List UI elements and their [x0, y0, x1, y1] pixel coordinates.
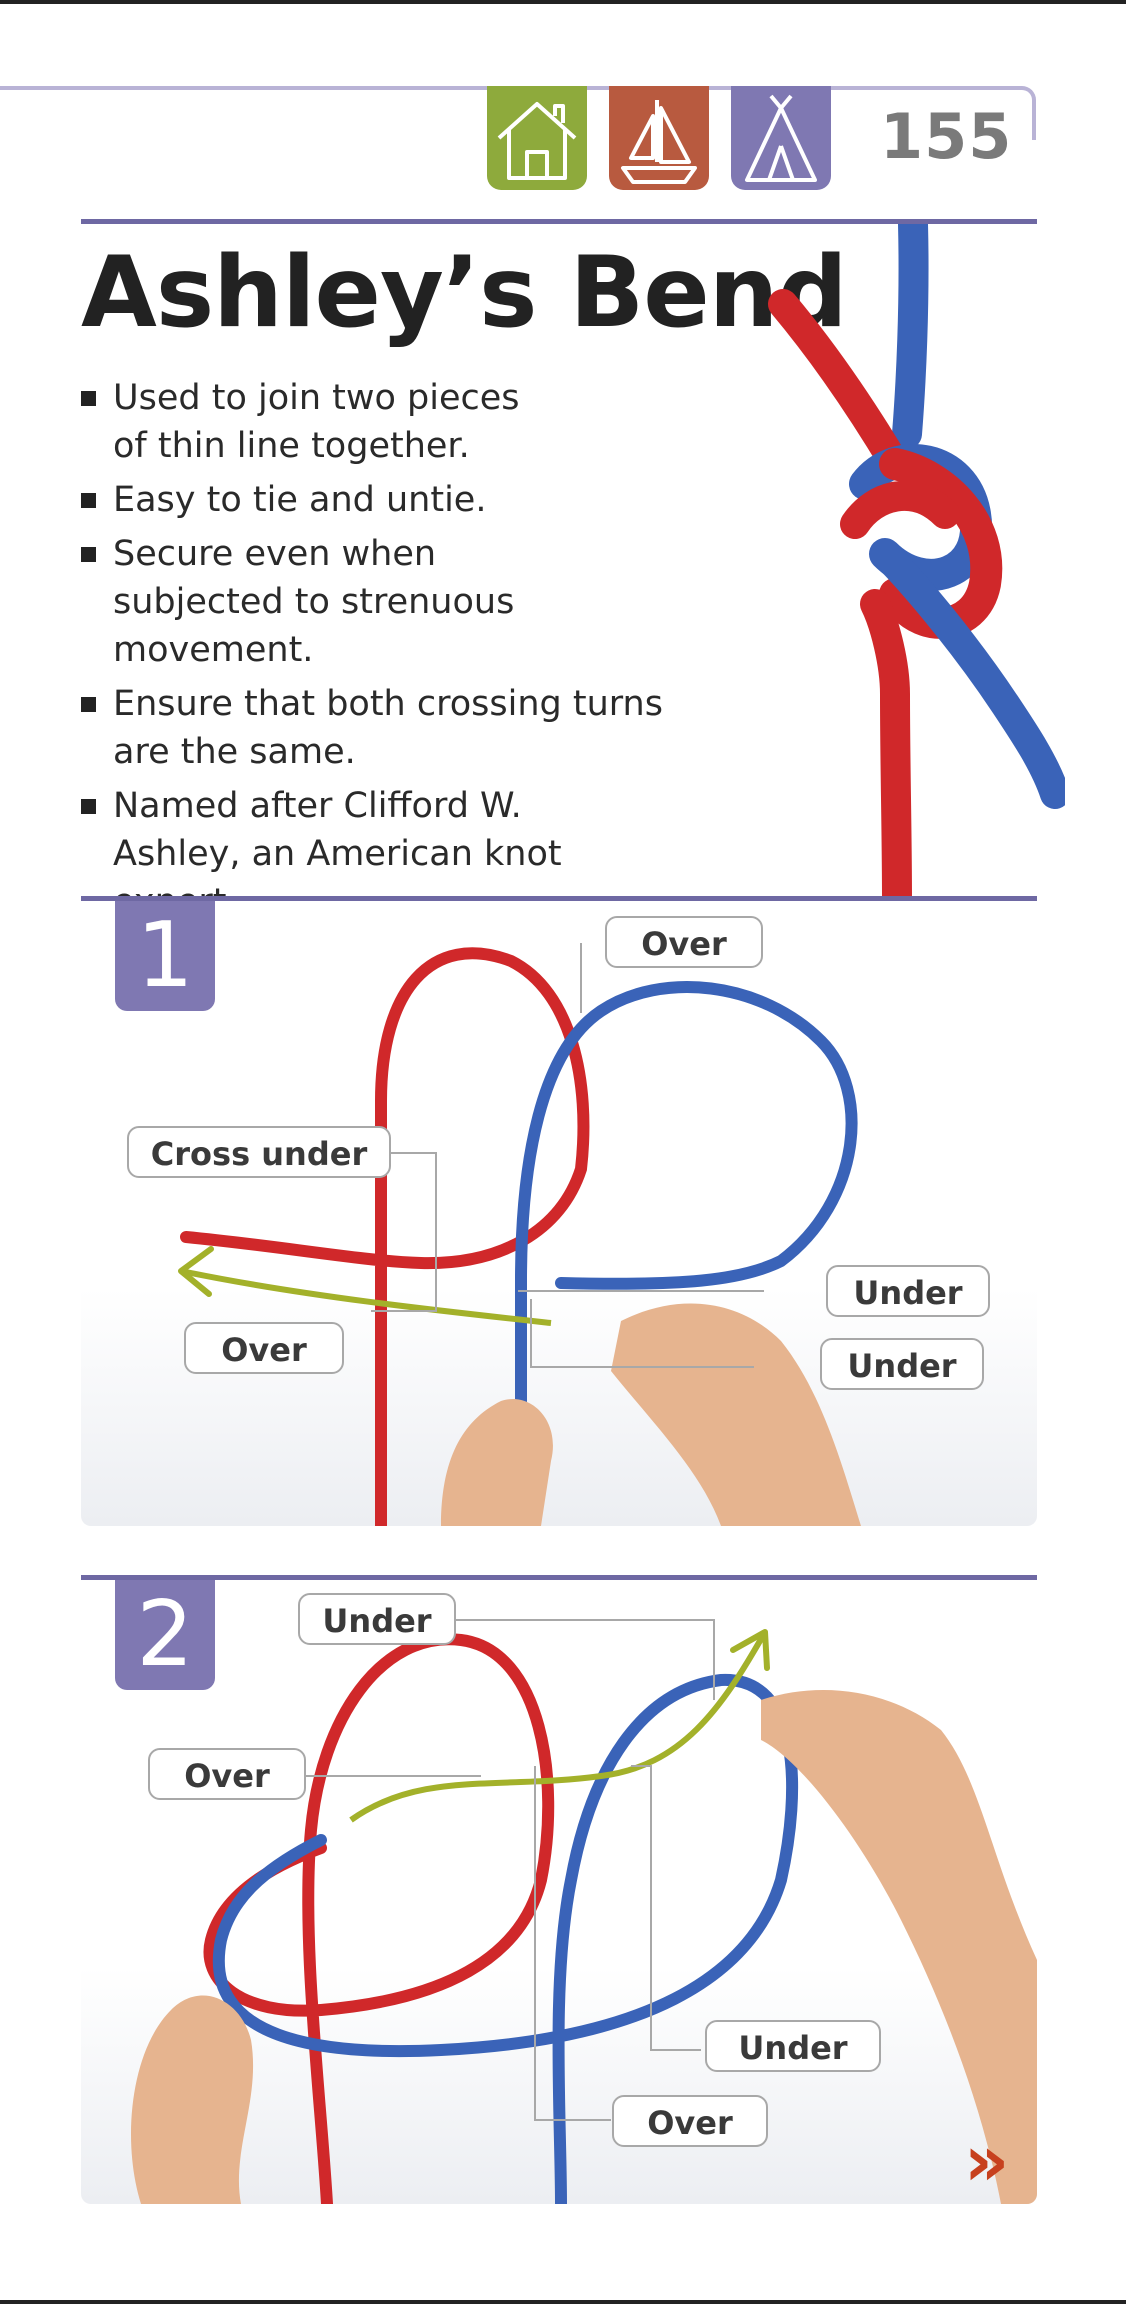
step-2-panel: 2	[81, 1580, 1037, 2204]
bullet-item: Secure even when subjected to strenuous …	[81, 530, 603, 674]
top-border	[0, 0, 1126, 4]
callout-cross-under: Cross under	[127, 1126, 391, 1178]
step-1-panel: 1	[81, 901, 1037, 1526]
callout-under: Under	[826, 1265, 990, 1317]
section-rule-step-1	[81, 896, 1037, 901]
page-number: 155	[880, 100, 1013, 173]
bullet-item: Ensure that both crossing turns are the …	[81, 680, 673, 776]
step-2-illustration	[131, 1619, 1037, 2204]
category-badge-home	[487, 86, 587, 190]
continue-arrow-icon[interactable]: »	[964, 2120, 1010, 2202]
tent-icon	[745, 94, 817, 182]
callout-over: Over	[612, 2095, 768, 2147]
category-badge-camping	[731, 86, 831, 190]
callout-over: Over	[605, 916, 763, 968]
section-rule-title	[81, 219, 1037, 224]
category-badge-sailing	[609, 86, 709, 190]
bullet-item: Easy to tie and untie.	[81, 476, 701, 524]
callout-under: Under	[705, 2020, 881, 2072]
header-hook	[1018, 86, 1036, 140]
bullet-item: Used to join two pieces of thin line tog…	[81, 374, 553, 470]
finished-knot-illustration	[768, 224, 1065, 900]
bullet-list: Used to join two pieces of thin line tog…	[81, 374, 701, 932]
step-1-number: 1	[115, 901, 215, 1011]
callout-under: Under	[298, 1593, 456, 1645]
callout-over: Over	[184, 1322, 344, 1374]
sailboat-icon	[621, 100, 697, 184]
home-icon	[497, 102, 577, 180]
bottom-border	[0, 2300, 1126, 2304]
step-1-illustration	[178, 943, 861, 1526]
section-rule-step-2	[81, 1575, 1037, 1580]
callout-over: Over	[148, 1748, 306, 1800]
step-2-number: 2	[115, 1580, 215, 1690]
callout-under: Under	[820, 1338, 984, 1390]
page-title: Ashley’s Bend	[81, 236, 848, 350]
